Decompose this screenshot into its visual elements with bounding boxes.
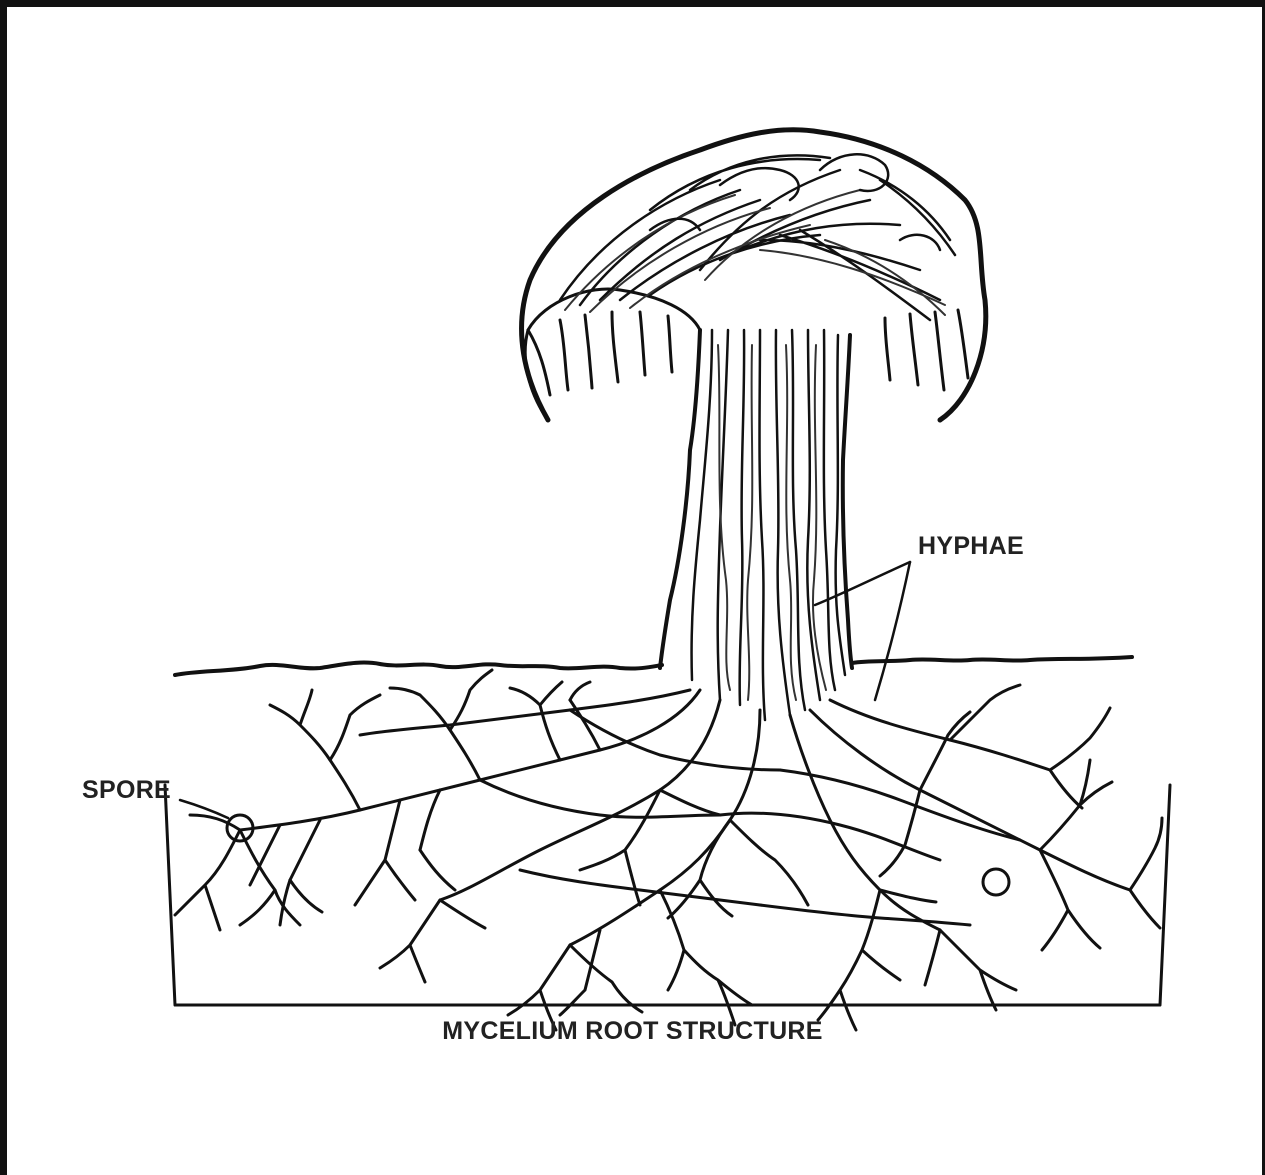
hyphae-label: HYPHAE bbox=[918, 532, 1024, 561]
spore-label: SPORE bbox=[82, 776, 171, 805]
diagram-caption: MYCELIUM ROOT STRUCTURE bbox=[0, 1017, 1265, 1046]
mycelium-network bbox=[175, 670, 1162, 1030]
label-leader-lines bbox=[180, 562, 910, 818]
ground-line bbox=[175, 657, 1132, 675]
mushroom-cap bbox=[522, 130, 986, 420]
mushroom-stem bbox=[660, 330, 852, 720]
